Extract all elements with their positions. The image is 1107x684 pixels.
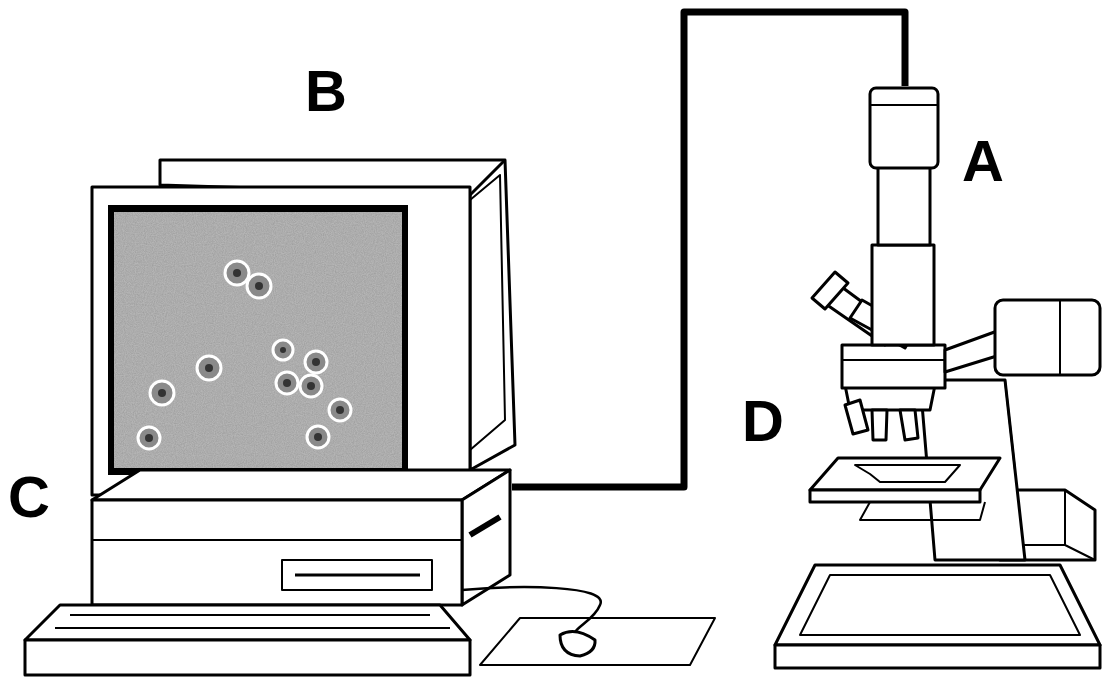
screen-frame bbox=[108, 205, 408, 475]
head-line bbox=[842, 359, 945, 361]
monitor-side bbox=[470, 175, 505, 450]
cpu-side bbox=[462, 470, 510, 605]
cpu-panel-line bbox=[92, 539, 462, 541]
keyboard-top bbox=[25, 605, 470, 640]
eyepiece bbox=[812, 272, 848, 309]
monitor-bezel bbox=[92, 187, 470, 495]
cell-markers bbox=[138, 261, 351, 449]
image-texture bbox=[114, 212, 402, 468]
video-cable bbox=[512, 12, 905, 487]
side-camera-edge bbox=[1059, 300, 1061, 375]
part-letter: A bbox=[962, 132, 1004, 190]
side-port bbox=[945, 330, 1000, 372]
camera-ring bbox=[870, 104, 938, 106]
microscope-base bbox=[775, 565, 1100, 645]
keyboard-keys bbox=[55, 615, 450, 628]
camera-adapter bbox=[878, 165, 930, 245]
disk-drive bbox=[282, 560, 432, 590]
arm-edge bbox=[1005, 380, 1015, 470]
mouse-cable bbox=[462, 587, 601, 632]
mouse-pad bbox=[480, 618, 715, 665]
cpu-top bbox=[92, 470, 510, 500]
base-plate bbox=[800, 575, 1080, 635]
video-camera bbox=[870, 88, 938, 168]
part-letter: D bbox=[742, 392, 784, 450]
stage-top bbox=[810, 458, 1000, 490]
slide-holder bbox=[855, 465, 960, 482]
objectives bbox=[845, 400, 918, 440]
side-camera bbox=[995, 300, 1100, 375]
stage-carrier bbox=[860, 502, 985, 520]
cpu-front bbox=[92, 500, 462, 605]
microscope-image bbox=[114, 212, 402, 468]
part-letter: B bbox=[305, 62, 347, 120]
trinocular-tube bbox=[872, 245, 934, 345]
microscope-head bbox=[842, 345, 945, 388]
cpu-button bbox=[470, 517, 500, 535]
keyboard-front bbox=[25, 640, 470, 675]
cell-nuclei bbox=[145, 269, 344, 442]
part-letter: C bbox=[8, 468, 50, 526]
stage-front bbox=[810, 490, 980, 502]
disk-slot bbox=[295, 574, 420, 577]
mouse bbox=[560, 631, 595, 656]
base-front bbox=[775, 645, 1100, 668]
